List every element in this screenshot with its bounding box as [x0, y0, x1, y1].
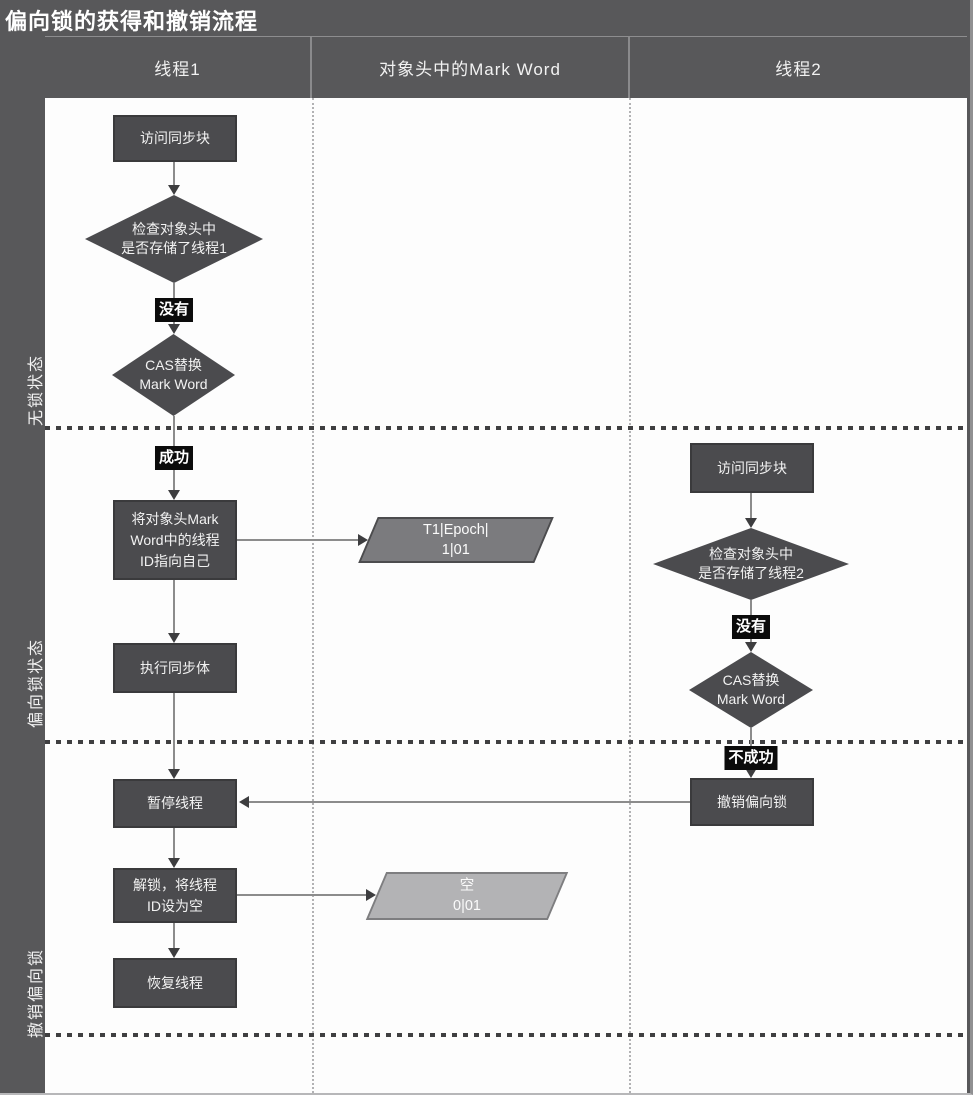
connector-t2-access-check [750, 493, 752, 520]
connector-t1-exec-pause [173, 693, 175, 771]
node-t1-access-sync-block: 访问同步块 [113, 115, 237, 162]
arrowhead-t1-check [168, 185, 180, 195]
lane-divider-2 [629, 98, 631, 1093]
arrowhead-markword-biased [358, 534, 368, 546]
connector-t1-unlock-resume [173, 923, 175, 950]
node-t1-pause-thread: 暂停线程 [113, 779, 237, 828]
arrowhead-t2-revoke [745, 768, 757, 778]
arrowhead-t1-set [168, 490, 180, 500]
connector-t1-access-check [173, 161, 175, 187]
arrowhead-t1-resume [168, 948, 180, 958]
markword-empty-parallelogram: 空 0|01 [365, 872, 569, 920]
section-label-lock-free: 无锁状态 [28, 353, 45, 427]
arrowhead-t2-check [745, 518, 757, 528]
connector-revoke-to-pause [249, 801, 690, 803]
arrowhead-t1-unlock [168, 858, 180, 868]
edge-label-t2-no: 没有 [731, 615, 771, 639]
section-label-revoke: 撤销偏向锁 [28, 947, 45, 1039]
connector-set-to-markword [237, 539, 358, 541]
markword-biased-parallelogram: T1|Epoch| 1|01 [358, 517, 554, 563]
connector-t1-set-exec [173, 580, 175, 635]
lane-header-thread1: 线程1 [154, 60, 201, 79]
arrowhead-t2-cas [745, 642, 757, 652]
arrowhead-markword-empty [366, 889, 376, 901]
node-t1-set-thread-id: 将对象头Mark Word中的线程 ID指向自己 [113, 500, 237, 580]
edge-label-t1-success: 成功 [154, 446, 194, 470]
arrowhead-t1-pause [168, 769, 180, 779]
edge-label-t1-no: 没有 [154, 298, 194, 322]
lane-header-markword: 对象头中的Mark Word [310, 37, 628, 98]
lane-header-thread2: 线程2 [628, 37, 967, 98]
arrowhead-t1-pause-left [239, 796, 249, 808]
section-divider-2 [45, 740, 967, 744]
lane-header-row: 线程1 对象头中的Mark Word 线程2 [45, 36, 967, 98]
arrowhead-t1-exec [168, 633, 180, 643]
section-divider-1 [45, 426, 967, 430]
node-t1-unlock-set-empty: 解锁，将线程 ID设为空 [113, 868, 237, 923]
lane-divider-1 [312, 98, 314, 1093]
node-t1-resume-thread: 恢复线程 [113, 958, 237, 1008]
edge-label-t2-fail: 不成功 [724, 746, 778, 770]
connector-unlock-to-markword [237, 894, 366, 896]
arrowhead-t1-cas [168, 324, 180, 334]
node-t1-execute-sync-body: 执行同步体 [113, 643, 237, 693]
section-divider-3 [45, 1033, 967, 1037]
node-t2-access-sync-block: 访问同步块 [690, 443, 814, 493]
diagram-title: 偏向锁的获得和撤销流程 [5, 9, 259, 34]
connector-t1-pause-unlock [173, 828, 175, 860]
node-t2-revoke-biased-lock: 撤销偏向锁 [690, 778, 814, 826]
section-label-biased: 偏向锁状态 [28, 637, 45, 729]
